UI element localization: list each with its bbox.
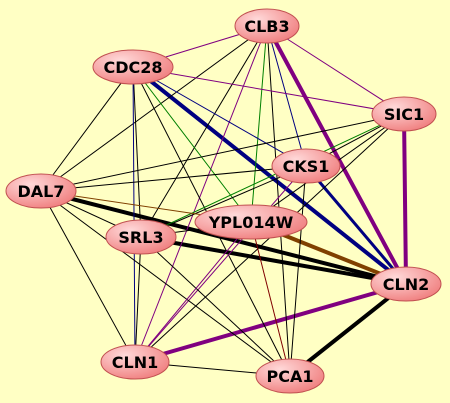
edge-srl3-pca1 [140, 236, 291, 377]
edge-clb3-sic1 [266, 25, 405, 115]
edge-cdc28-srl3 [132, 66, 142, 238]
edge-cdc28-ypl014w [132, 66, 252, 223]
edge-cdc28-cks1 [132, 66, 307, 167]
node-ellipse[interactable] [255, 358, 325, 394]
edges-layer [39, 24, 408, 378]
node-label: DAL7 [18, 182, 65, 201]
node-ypl014w[interactable]: YPL014W [194, 204, 308, 240]
node-ellipse[interactable] [105, 219, 177, 255]
edge-srl3-cln1 [134, 236, 142, 363]
edge-ypl014w-cln1 [134, 221, 252, 363]
node-ellipse[interactable] [5, 173, 77, 209]
edge-cks1-srl3 [140, 165, 307, 238]
node-label: CLN2 [383, 275, 429, 294]
edge-ypl014w-pca1 [250, 221, 291, 377]
edge-clb3-cln1 [134, 25, 268, 363]
node-cks1[interactable]: CKS1 [271, 148, 341, 184]
edge-dal7-cln2 [39, 189, 408, 286]
edge-sic1-cln2 [402, 112, 408, 286]
edge-cks1-cln2 [304, 164, 408, 286]
edge-cdc28-cln1 [132, 66, 136, 363]
edge-clb3-ypl014w [250, 25, 268, 223]
edge-dal7-cln1 [40, 190, 136, 363]
edge-clb3-cks1 [266, 25, 307, 167]
edge-cks1-cln1 [134, 165, 307, 363]
node-ellipse[interactable] [370, 266, 442, 302]
edge-cdc28-dal7 [40, 66, 134, 192]
node-ellipse[interactable] [92, 49, 174, 85]
edge-sic1-dal7 [40, 113, 405, 192]
node-cln1[interactable]: CLN1 [100, 344, 170, 380]
node-label: SIC1 [384, 105, 424, 124]
node-pca1[interactable]: PCA1 [255, 358, 325, 394]
node-cdc28[interactable]: CDC28 [92, 49, 174, 85]
node-ellipse[interactable] [371, 96, 437, 132]
edge-clb3-cln2 [265, 24, 408, 286]
node-cln2[interactable]: CLN2 [370, 266, 442, 302]
edge-cdc28-cln2 [131, 65, 408, 286]
node-clb3[interactable]: CLB3 [234, 8, 300, 44]
edge-sic1-srl3 [140, 113, 405, 238]
edge-cdc28-sic1 [132, 66, 405, 115]
node-label: SRL3 [118, 228, 163, 247]
node-srl3[interactable]: SRL3 [105, 219, 177, 255]
node-label: CLB3 [244, 17, 289, 36]
node-label: YPL014W [208, 213, 294, 232]
edge-cks1-pca1 [289, 165, 307, 377]
node-label: CLN1 [112, 353, 158, 372]
node-ellipse[interactable] [100, 344, 170, 380]
node-sic1[interactable]: SIC1 [371, 96, 437, 132]
edge-clb3-pca1 [266, 25, 291, 377]
edge-cln1-cln2 [133, 282, 408, 364]
edge-clb3-srl3 [140, 25, 268, 238]
node-ellipse[interactable] [271, 148, 341, 184]
edge-pca1-cln2 [288, 282, 408, 378]
edge-dal7-pca1 [40, 190, 291, 377]
edge-cks1-dal7 [40, 165, 307, 192]
node-ellipse[interactable] [194, 204, 308, 240]
node-ellipse[interactable] [234, 8, 300, 44]
node-label: CKS1 [283, 157, 330, 176]
node-label: PCA1 [267, 367, 314, 386]
edge-srl3-cln2 [139, 235, 408, 286]
node-dal7[interactable]: DAL7 [5, 173, 77, 209]
node-label: CDC28 [103, 58, 162, 77]
